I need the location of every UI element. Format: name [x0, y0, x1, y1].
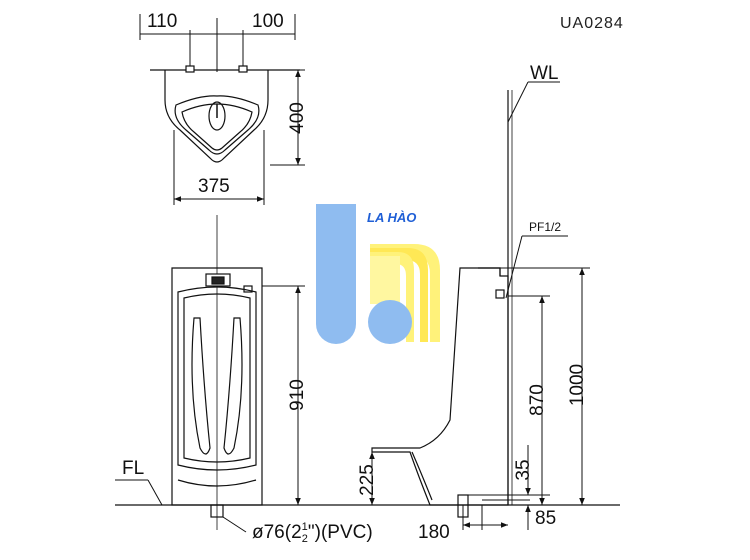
dim-top-width: 375: [198, 176, 230, 197]
model-code: UA0284: [560, 15, 624, 32]
front-view: [115, 215, 305, 533]
dim-side-85: 85: [535, 508, 556, 529]
dim-side-inlet: 870: [527, 384, 548, 416]
top-view: [139, 14, 305, 205]
logo-blue-circle: [368, 300, 412, 344]
wall-label: WL: [530, 63, 559, 84]
dim-side-total: 1000: [567, 364, 588, 406]
supply-label: PF1/2: [529, 220, 561, 234]
floor-label: FL: [122, 458, 144, 479]
dim-top-left: 110: [147, 11, 177, 32]
company-logo: LA HÀO: [316, 204, 440, 344]
logo-text: LA HÀO: [367, 210, 416, 225]
dim-front-height: 910: [287, 379, 308, 411]
dim-side-180: 180: [418, 522, 450, 543]
dim-top-depth: 400: [287, 102, 308, 134]
dim-top-right: 100: [252, 11, 284, 32]
svg-text:ø76(212")(PVC): ø76(212")(PVC): [252, 521, 373, 545]
dim-side-35: 35: [513, 459, 534, 480]
side-view: [369, 81, 590, 530]
dim-side-outlet: 225: [357, 464, 378, 496]
